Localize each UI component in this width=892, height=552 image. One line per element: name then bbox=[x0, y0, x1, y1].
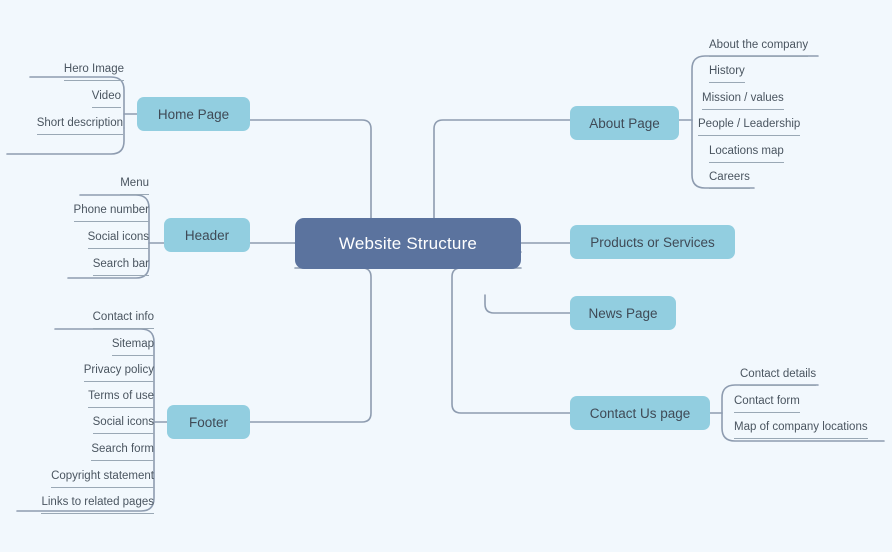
leaf-home-video[interactable]: Video bbox=[91, 89, 121, 108]
leaf-home-hero-image[interactable]: Hero Image bbox=[63, 62, 124, 81]
branch-node-about-page[interactable]: About Page bbox=[570, 106, 679, 140]
branch-node-contact-us-page[interactable]: Contact Us page bbox=[570, 396, 710, 430]
leaf-footer-copyright-statement[interactable]: Copyright statement bbox=[51, 469, 154, 488]
leaf-about-about-the-company[interactable]: About the company bbox=[709, 38, 809, 57]
wire-root-to-footer bbox=[249, 267, 372, 423]
leaf-header-menu[interactable]: Menu bbox=[120, 176, 149, 195]
branch-node-products-or-services[interactable]: Products or Services bbox=[570, 225, 735, 259]
leaf-about-locations-map[interactable]: Locations map bbox=[709, 144, 784, 163]
leaf-footer-contact-info[interactable]: Contact info bbox=[92, 310, 154, 329]
leaf-contact-contact-details[interactable]: Contact details bbox=[740, 367, 817, 386]
root-node[interactable]: Website Structure bbox=[295, 218, 521, 269]
leaf-contact-map-of-company-locations[interactable]: Map of company locations bbox=[734, 420, 868, 439]
leaf-contact-contact-form[interactable]: Contact form bbox=[734, 394, 800, 413]
leaf-header-social-icons[interactable]: Social icons bbox=[87, 230, 149, 249]
branch-node-footer[interactable]: Footer bbox=[167, 405, 250, 439]
branch-node-header[interactable]: Header bbox=[164, 218, 250, 252]
leaf-footer-privacy-policy[interactable]: Privacy policy bbox=[83, 363, 154, 382]
leaf-about-mission-values[interactable]: Mission / values bbox=[702, 91, 784, 110]
leaf-footer-social-icons[interactable]: Social icons bbox=[92, 415, 154, 434]
leaf-home-short-description[interactable]: Short description bbox=[36, 116, 123, 135]
leaf-footer-sitemap[interactable]: Sitemap bbox=[111, 337, 154, 356]
branch-node-news-page[interactable]: News Page bbox=[570, 296, 676, 330]
leaf-header-phone-number[interactable]: Phone number bbox=[73, 203, 149, 222]
leaf-footer-search-form[interactable]: Search form bbox=[91, 442, 154, 461]
wire-root-to-contact-us bbox=[451, 267, 571, 414]
leaf-about-history[interactable]: History bbox=[709, 64, 745, 83]
leaf-about-people-leadership[interactable]: People / Leadership bbox=[698, 117, 801, 136]
leaf-header-search-bar[interactable]: Search bar bbox=[92, 257, 149, 276]
leaf-footer-links-to-related-pages[interactable]: Links to related pages bbox=[41, 495, 154, 514]
wire-root-to-news-page bbox=[484, 294, 571, 314]
leaf-footer-terms-of-use[interactable]: Terms of use bbox=[88, 389, 154, 408]
branch-node-home-page[interactable]: Home Page bbox=[137, 97, 250, 131]
leaf-about-careers[interactable]: Careers bbox=[709, 170, 750, 189]
